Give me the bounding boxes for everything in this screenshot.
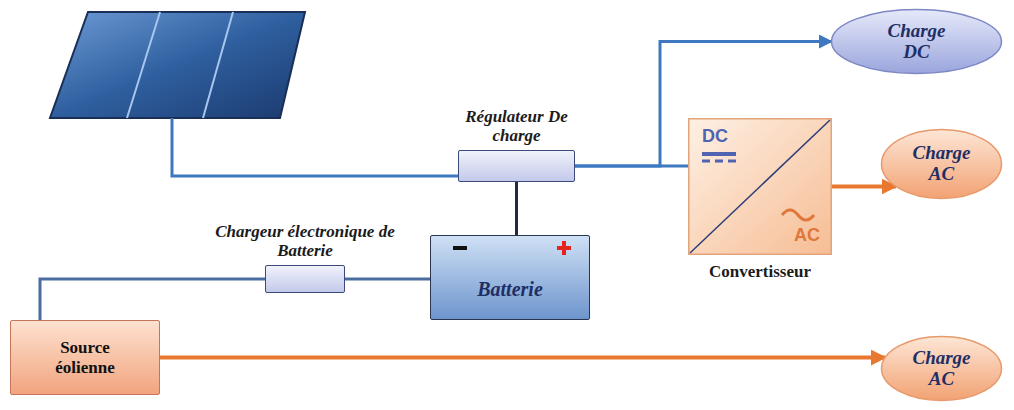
- converter-diagonal: [690, 120, 830, 253]
- charge-regulator: Régulateur De charge: [458, 107, 575, 182]
- dc-load-ellipse: [832, 10, 1002, 74]
- connector: [345, 278, 430, 281]
- ac-load: Charge AC: [880, 128, 1003, 200]
- panel-divider: [203, 12, 233, 118]
- ac-label: AC: [794, 225, 820, 246]
- dc-symbol: [702, 152, 736, 156]
- charger-label: Chargeur électronique de Batterie: [205, 222, 405, 261]
- load-label: Charge AC: [902, 348, 982, 390]
- ac-load-ellipse: [882, 337, 1002, 401]
- connector: [832, 185, 896, 189]
- wind-source: Source éolienne: [10, 320, 160, 395]
- battery-charger: Chargeur électronique de Batterie: [205, 222, 405, 293]
- battery-label: Batterie: [477, 278, 543, 301]
- ac-load: Charge AC: [880, 335, 1003, 402]
- converter-label: Convertisseur: [648, 262, 872, 282]
- regulator-label: Régulateur De charge: [462, 107, 572, 146]
- connector: [575, 165, 688, 168]
- load-label: Charge DC: [877, 21, 957, 63]
- minus-terminal: [453, 246, 467, 250]
- connector: [515, 182, 518, 235]
- connector: [160, 356, 885, 360]
- dc-label: DC: [702, 126, 728, 147]
- panel-divider: [127, 12, 160, 118]
- plus-terminal: [562, 241, 566, 255]
- converter-body: [689, 119, 832, 255]
- dc-symbol: [702, 160, 736, 163]
- ac-symbol: [782, 210, 814, 220]
- connector: [40, 279, 265, 320]
- load-label: Charge AC: [902, 143, 982, 185]
- charge-regulator-box: [458, 150, 575, 182]
- battery-terminals: [431, 236, 591, 262]
- ac-load-ellipse: [882, 130, 1002, 199]
- panel-wire: [172, 118, 458, 176]
- source-label: Source éolienne: [38, 338, 133, 377]
- battery: Batterie: [430, 235, 590, 320]
- solar-panel: [50, 12, 305, 118]
- battery-charger-box: [265, 265, 345, 293]
- dc-load: Charge DC: [830, 8, 1003, 75]
- converter: DCACConvertisseur: [688, 118, 832, 285]
